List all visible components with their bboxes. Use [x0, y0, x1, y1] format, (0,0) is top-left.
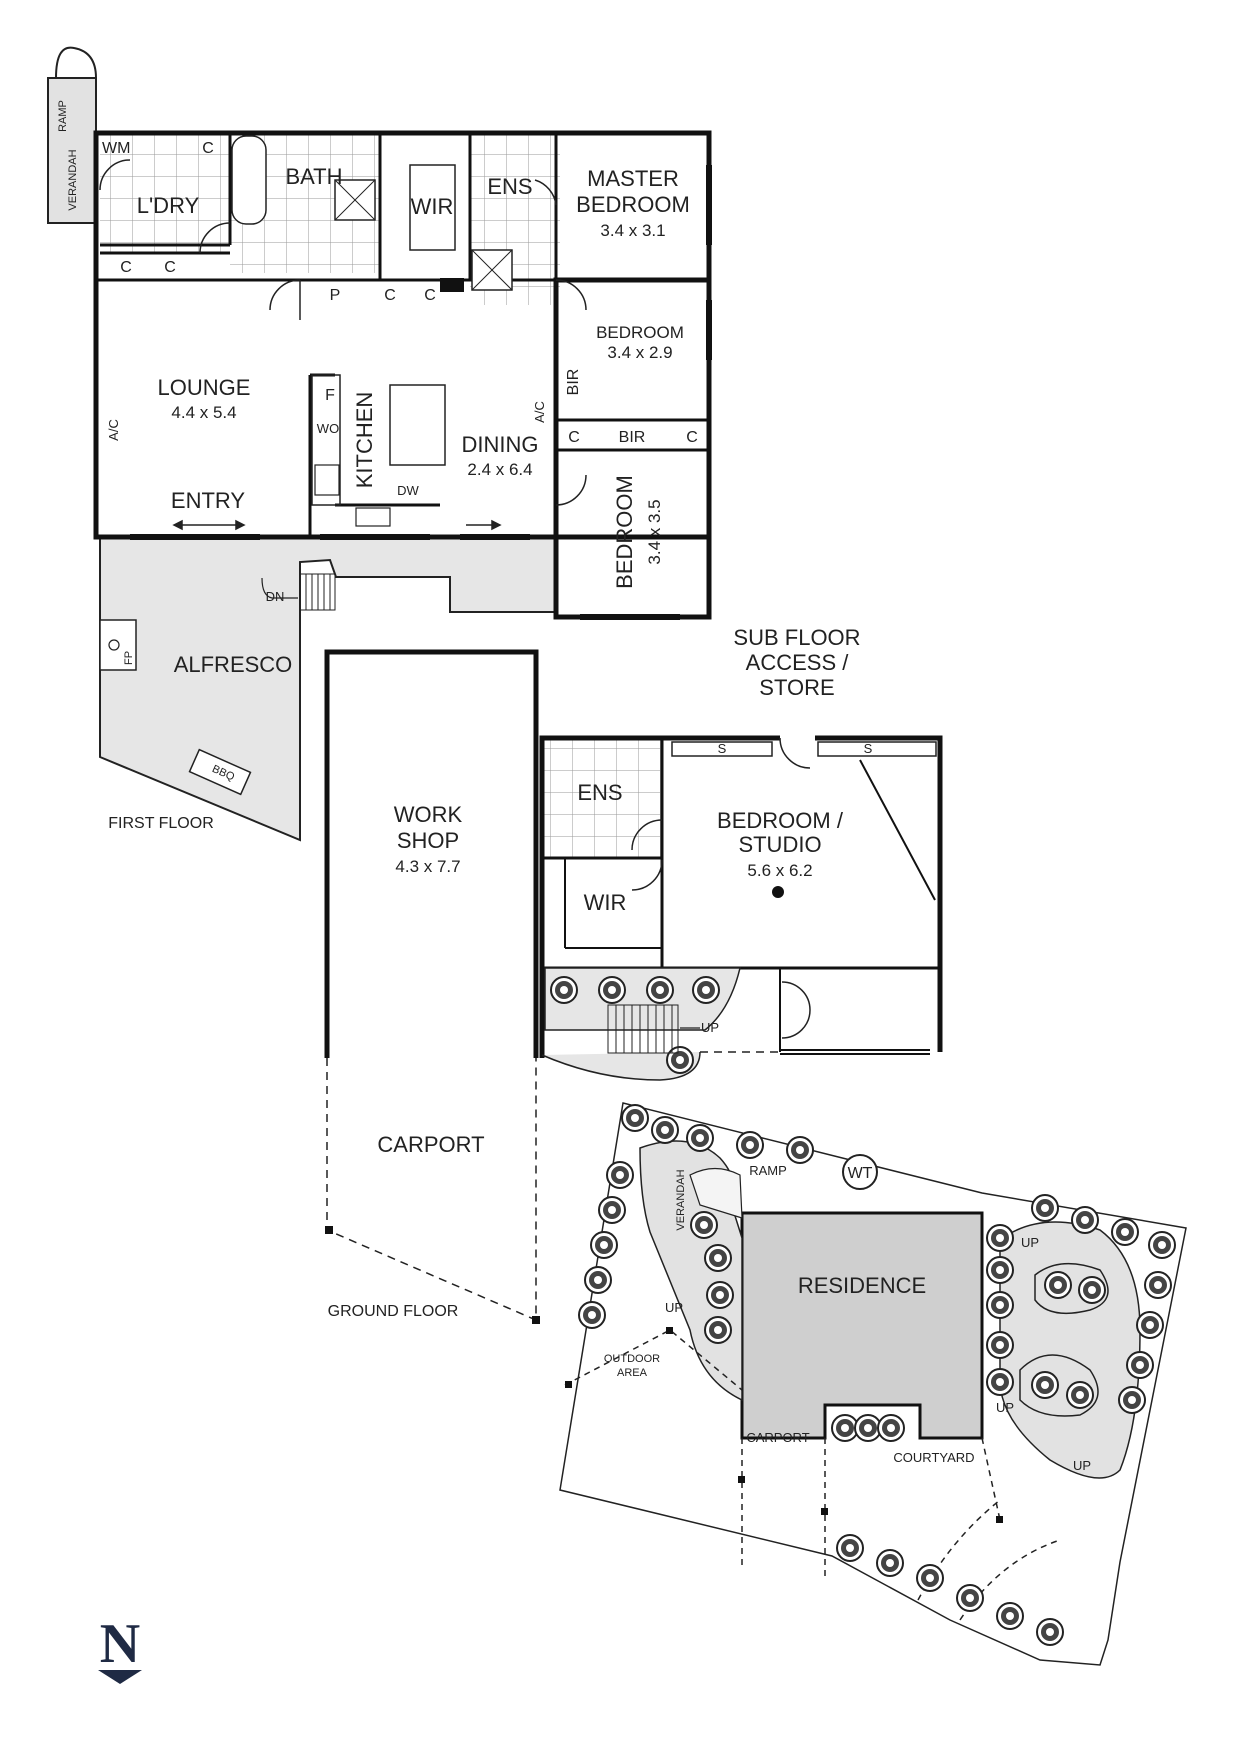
studio-label-1: BEDROOM /: [717, 808, 844, 833]
north-arrow: N: [98, 1613, 142, 1684]
cooktop: [314, 464, 340, 496]
site-boundary: [559, 1102, 1187, 1666]
site-verandah-label: VERANDAH: [675, 1169, 687, 1230]
kitchen-label: KITCHEN: [352, 392, 377, 489]
pantry-label: P: [330, 287, 341, 304]
sub-floor-label-2: ACCESS /: [746, 650, 850, 675]
workshop-dims: 4.3 x 7.7: [395, 857, 460, 876]
up-label: UP: [701, 1020, 719, 1035]
outdoor-area-label-2: AREA: [617, 1367, 648, 1379]
cupboard-label: C: [164, 259, 176, 276]
cupboard-label: C: [384, 287, 396, 304]
workshop-label-1: WORK: [394, 802, 463, 827]
north-letter: N: [100, 1613, 140, 1675]
shelf-label: S: [718, 741, 727, 756]
residence-label: RESIDENCE: [798, 1273, 926, 1298]
master-bedroom-label-1: MASTER: [587, 166, 679, 191]
east-garden: [999, 1221, 1141, 1479]
cupboard-label: C: [424, 287, 436, 304]
chimney-block: [440, 278, 464, 292]
shelf: [817, 741, 937, 757]
dining-dims: 2.4 x 6.4: [467, 460, 532, 479]
workshop-outline: [324, 649, 539, 1058]
entry-label: ENTRY: [171, 488, 245, 513]
studio-outline: [539, 735, 780, 1058]
verandah-path: [689, 1167, 743, 1219]
ground-ensuite-floor: [542, 738, 662, 858]
sub-floor-label-3: STORE: [759, 675, 834, 700]
north-arrow-icon: [98, 1670, 142, 1684]
workshop-label-2: SHOP: [397, 828, 459, 853]
cupboard-label: C: [202, 140, 214, 157]
site-up-label: UP: [1021, 1235, 1039, 1250]
stairs-down: [299, 573, 336, 611]
ground-ensuite-label: ENS: [577, 780, 622, 805]
alfresco-label: ALFRESCO: [174, 652, 293, 677]
master-bedroom-dims: 3.4 x 3.1: [600, 221, 665, 240]
bath-label: BATH: [285, 164, 342, 189]
bedroom-3-label: BEDROOM: [612, 475, 637, 589]
fireplace: [99, 619, 137, 671]
outdoor-area-label-1: OUTDOOR: [604, 1353, 660, 1365]
verandah-curve: [55, 46, 97, 79]
studio-label-2: STUDIO: [738, 832, 821, 857]
bedroom-2-label: BEDROOM: [596, 323, 684, 342]
shelf: [671, 741, 773, 757]
site-ramp-label: RAMP: [749, 1163, 787, 1178]
carport-label: CARPORT: [377, 1132, 484, 1157]
entry-garden-bed: [544, 967, 741, 1031]
dishwasher-label: DW: [397, 483, 419, 498]
sink: [355, 507, 391, 527]
bir-label: BIR: [565, 369, 582, 396]
dining-label: DINING: [462, 432, 539, 457]
wall-oven-label: WO: [317, 421, 339, 436]
cupboard-label: C: [120, 259, 132, 276]
ground-floor-label: GROUND FLOOR: [328, 1303, 459, 1320]
ac-label: A/C: [532, 401, 547, 423]
water-tank: [842, 1154, 878, 1190]
first-floor-label: FIRST FLOOR: [108, 815, 214, 832]
fireplace-label: FP: [123, 651, 135, 665]
residence-block: [740, 1211, 984, 1440]
stairs-up: [607, 1004, 679, 1054]
verandah-label: VERANDAH: [67, 149, 79, 210]
wir-label: WIR: [411, 194, 454, 219]
down-label: DN: [266, 589, 285, 604]
site-carport-label: CARPORT: [746, 1430, 809, 1445]
lounge-label: LOUNGE: [158, 375, 251, 400]
fridge-label: F: [325, 387, 335, 404]
site-up-label: UP: [665, 1300, 683, 1315]
kitchen-island: [389, 384, 446, 466]
master-bedroom-label-2: BEDROOM: [576, 192, 690, 217]
courtyard-label: COURTYARD: [893, 1450, 974, 1465]
bedroom-3-dims: 3.4 x 3.5: [645, 499, 664, 564]
site-up-label: UP: [996, 1400, 1014, 1415]
bedroom-2-dims: 3.4 x 2.9: [607, 343, 672, 362]
site-plan: VERANDAH RAMP WT RESIDENCE UP UP UP UP O…: [559, 1102, 1187, 1666]
wm-label: WM: [102, 140, 130, 157]
ramp-label: RAMP: [57, 100, 69, 132]
wir-rail: [409, 164, 456, 251]
bathtub: [231, 135, 267, 225]
stair-garden: [541, 1051, 701, 1081]
site-up-label: UP: [1073, 1458, 1091, 1473]
sub-floor-label-1: SUB FLOOR: [733, 625, 860, 650]
bir-label: BIR: [619, 429, 646, 446]
water-tank-label: WT: [848, 1165, 873, 1182]
ac-label: A/C: [106, 419, 121, 441]
kitchen-bench: [311, 374, 341, 506]
shelf-label: S: [864, 741, 873, 756]
studio-dims: 5.6 x 6.2: [747, 861, 812, 880]
ensuite-label: ENS: [487, 174, 532, 199]
cupboard-label: C: [568, 429, 580, 446]
laundry-label: L'DRY: [137, 193, 200, 218]
lounge-dims: 4.4 x 5.4: [171, 403, 236, 422]
studio-point: [772, 886, 784, 898]
bbq-unit: [188, 748, 252, 796]
first-floor: RAMP VERANDAH WM C L'DRY BATH WIR ENS MA…: [47, 46, 712, 842]
ground-wir-label: WIR: [584, 890, 627, 915]
ground-floor: SUB FLOOR ACCESS / STORE S S WORK SHOP 4…: [324, 625, 943, 1324]
cupboard-label: C: [686, 429, 698, 446]
